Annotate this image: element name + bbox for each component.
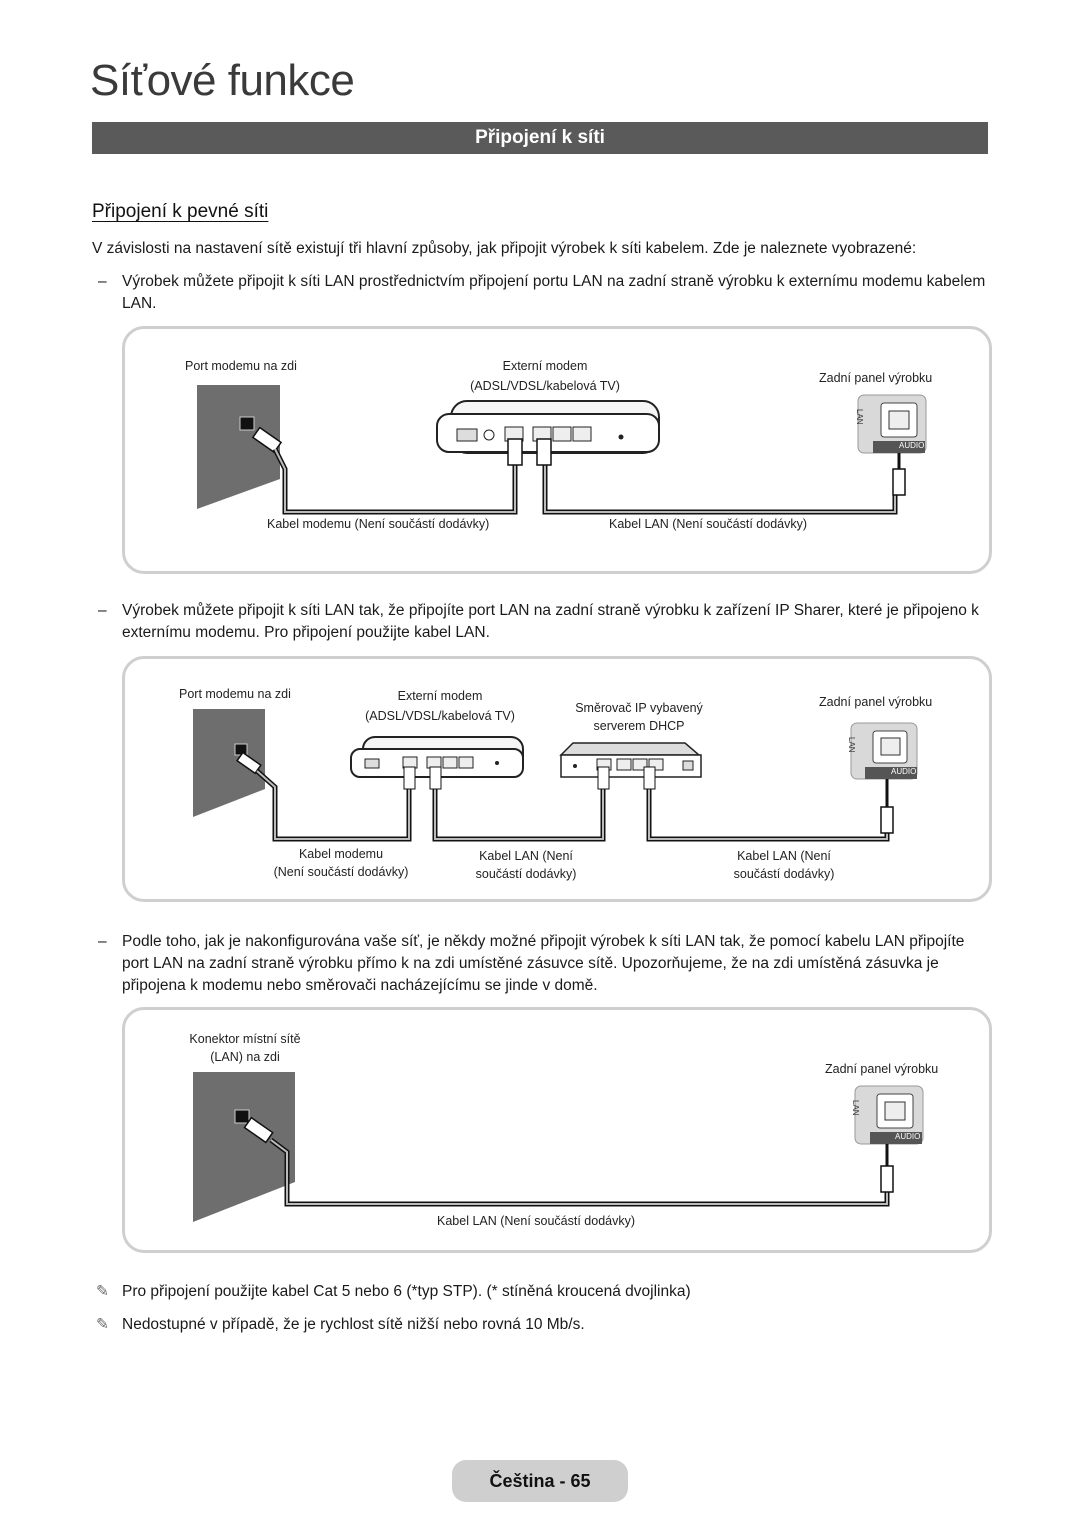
bullet-3: – Podle toho, jak je nakonfigurována vaš…	[92, 931, 992, 997]
lan-port-text: LAN	[847, 737, 856, 753]
bullet-dash: –	[98, 933, 107, 950]
subheading: Připojení k pevné síti	[92, 201, 269, 222]
router-label-2: serverem DHCP	[593, 719, 685, 733]
note-1: ✎ Pro připojení použijte kabel Cat 5 nebo…	[96, 1281, 976, 1303]
lan-cable-a-line	[432, 789, 606, 842]
bullet-dash: –	[98, 273, 107, 290]
bullet-2: – Výrobek můžete připojit k síti LAN tak…	[92, 600, 992, 644]
wall-port-label: Port modemu na zdi	[179, 687, 291, 701]
pencil-note-icon: ✎	[96, 1316, 109, 1333]
wall-cable-plug-icon	[243, 1116, 274, 1144]
rear-plug-icon	[892, 468, 906, 496]
diagram-modem-connection: Port modemu na zdi Externí modem (ADSL/V…	[122, 326, 992, 574]
wall-icon	[197, 385, 280, 509]
rear-plug-icon	[880, 806, 894, 834]
note-text: Nedostupné v případě, že je rychlost sít…	[122, 1316, 585, 1333]
router-plug-icon	[597, 766, 610, 790]
lan-port-text: LAN	[851, 1100, 860, 1116]
rear-panel-label: Zadní panel výrobku	[819, 371, 933, 385]
modem-cable-label-1: Kabel modemu	[298, 847, 384, 861]
router-label-1: Směrovač IP vybavený	[575, 701, 703, 715]
audio-port-text: AUDIO	[899, 441, 925, 450]
modem-label-2: (ADSL/VDSL/kabelová TV)	[470, 379, 620, 393]
wall-label-2: (LAN) na zdi	[210, 1050, 280, 1064]
diagram-3-drawing	[193, 1072, 924, 1222]
audio-port-text: AUDIO	[895, 1132, 921, 1141]
lan-port-text: LAN	[855, 409, 864, 425]
rear-plug-icon	[880, 1165, 894, 1193]
lan-cable-b-line	[646, 789, 890, 842]
wall-cable-plug-icon	[236, 751, 262, 775]
bullet-text: Podle toho, jak je nakonfigurována vaše …	[122, 933, 965, 994]
modem-label-1: Externí modem	[397, 689, 483, 703]
wall-port-label: Port modemu na zdi	[185, 359, 297, 373]
diagram-wall-lan-connection: Konektor místní sítě (LAN) na zdi Zadní …	[122, 1007, 992, 1253]
modem-plug-icon	[507, 438, 523, 466]
modem-label-1: Externí modem	[502, 359, 588, 373]
bullet-dash: –	[98, 602, 107, 619]
wall-label-1: Konektor místní sítě	[189, 1032, 301, 1046]
rear-panel-label: Zadní panel výrobku	[825, 1062, 939, 1076]
wall-icon	[193, 1072, 295, 1222]
diagram-1-drawing	[197, 385, 927, 515]
lan-cable-a-label-2: součástí dodávky)	[475, 867, 577, 881]
modem-cable-label-2: (Není součástí dodávky)	[273, 865, 409, 879]
lan-plug-icon	[429, 766, 442, 790]
pencil-note-icon: ✎	[96, 1283, 109, 1300]
diagram-2-drawing	[193, 709, 918, 842]
modem-cable-label: Kabel modemu (Není součástí dodávky)	[267, 517, 490, 531]
modem-cable-line	[272, 447, 518, 515]
router-plug-icon	[643, 766, 656, 790]
page-title: Síťové funkce	[90, 56, 355, 105]
bullet-text: Výrobek můžete připojit k síti LAN prost…	[122, 273, 986, 312]
page-footer-badge: Čeština - 65	[452, 1460, 628, 1502]
wall-cable-plug-icon	[251, 426, 283, 454]
lan-cable-label: Kabel LAN (Není součástí dodávky)	[609, 517, 808, 531]
wall-icon	[193, 709, 265, 817]
diagram-router-connection: Port modemu na zdi Externí modem (ADSL/V…	[122, 656, 992, 902]
note-text: Pro připojení použijte kabel Cat 5 nebo …	[122, 1283, 691, 1300]
lan-cable-line	[542, 459, 898, 515]
modem-cable-line	[255, 769, 412, 842]
note-2: ✎ Nedostupné v případě, že je rychlost sí…	[96, 1314, 976, 1336]
bullet-1: – Výrobek můžete připojit k síti LAN pro…	[92, 271, 992, 315]
intro-paragraph: V závislosti na nastavení sítě existují …	[92, 240, 917, 257]
audio-port-text: AUDIO	[891, 767, 917, 776]
lan-cable-line	[269, 1138, 890, 1207]
modem-label-2: (ADSL/VDSL/kabelová TV)	[365, 709, 515, 723]
lan-plug-icon	[536, 438, 552, 466]
bullet-text: Výrobek můžete připojit k síti LAN tak, …	[122, 602, 979, 641]
section-header-bar: Připojení k síti	[92, 122, 988, 154]
rear-panel-label: Zadní panel výrobku	[819, 695, 933, 709]
router-icon	[559, 742, 702, 756]
lan-cable-b-label-1: Kabel LAN (Není	[737, 849, 831, 863]
lan-cable-a-label-1: Kabel LAN (Není	[479, 849, 573, 863]
lan-cable-b-label-2: součástí dodávky)	[733, 867, 835, 881]
wall-socket-icon	[239, 416, 255, 431]
modem-plug-icon	[403, 766, 416, 790]
lan-cable-label: Kabel LAN (Není součástí dodávky)	[437, 1214, 636, 1228]
wall-socket-icon	[234, 1109, 250, 1124]
